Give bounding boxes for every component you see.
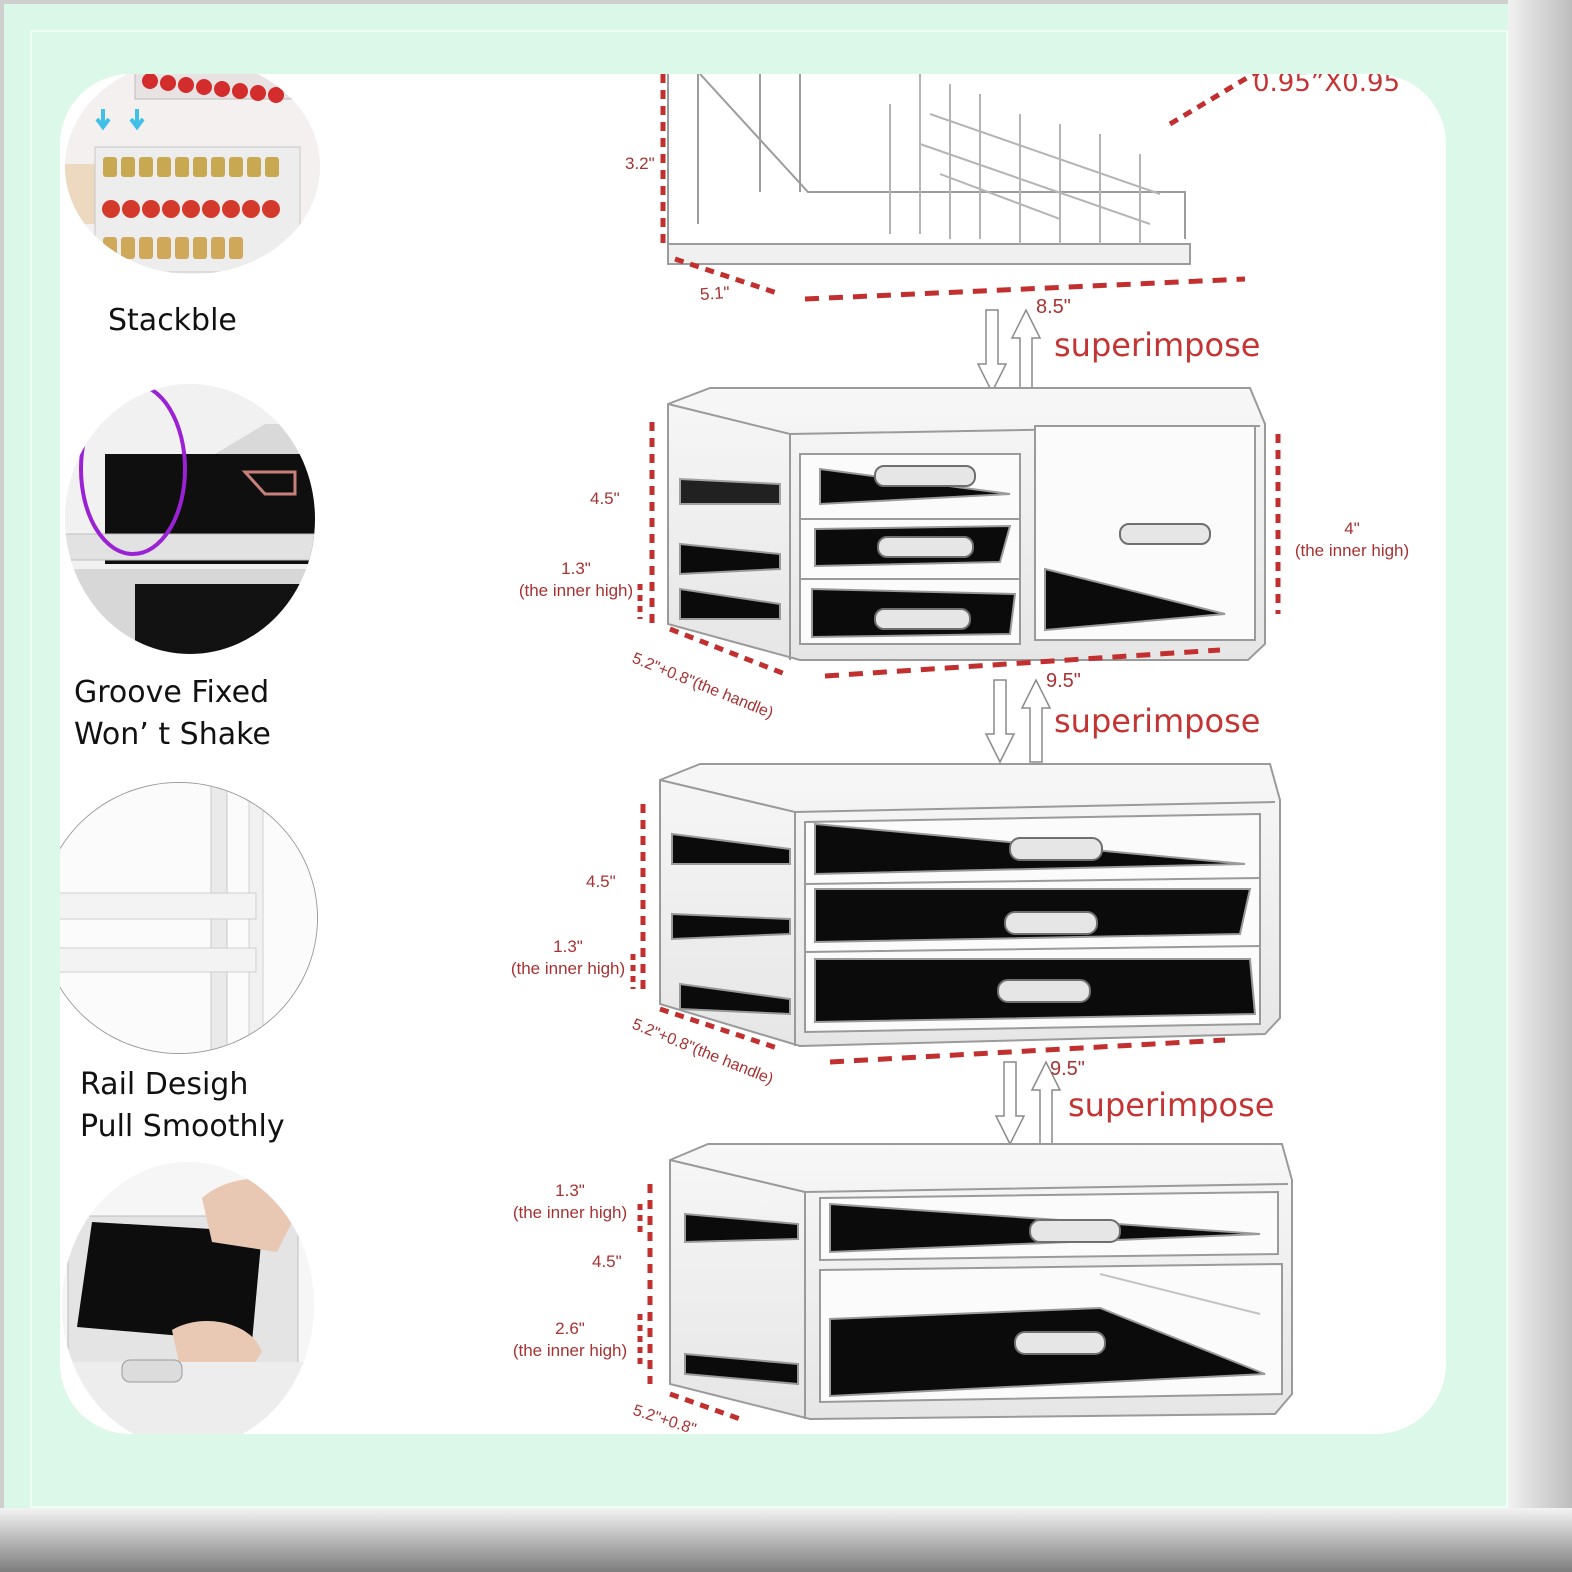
organizer-unit-4-drawer bbox=[667, 387, 1266, 661]
feature-label-groove: Groove Fixed Won’ t Shake bbox=[74, 675, 271, 752]
drawer-knobs-unit2 bbox=[874, 465, 1211, 630]
feature-label-stackable: Stackble bbox=[108, 303, 237, 338]
unit3-inner-height: 1.3" (the inner high) bbox=[510, 937, 626, 978]
arrow-down-icon bbox=[95, 109, 111, 131]
rail-illustration bbox=[60, 783, 317, 1053]
drawer-knobs-unit3 bbox=[997, 837, 1103, 1003]
drawer-knob-icon bbox=[121, 1359, 183, 1383]
unit3-height-dimension: 4.5" bbox=[586, 872, 616, 891]
velvet-liner-photo bbox=[62, 1162, 314, 1434]
unit2-depth-dimension: 5.2"+0.8"(the handle) bbox=[629, 650, 776, 723]
drawer-knobs-unit4 bbox=[1014, 1219, 1121, 1355]
lipstick-tray bbox=[667, 74, 1191, 265]
top-depth-dimension: 5.1" bbox=[699, 282, 731, 305]
unit2-height-dimension: 4.5" bbox=[590, 489, 620, 508]
unit3-width-dimension: 9.5" bbox=[1050, 1058, 1085, 1080]
unit2-tall-inner-height: 4" (the inner high) bbox=[1294, 519, 1410, 560]
superimpose-arrows-2 bbox=[984, 678, 1052, 764]
unit2-width-dimension: 9.5" bbox=[1046, 670, 1081, 692]
organizer-unit-3-drawer bbox=[659, 763, 1281, 1048]
groove-photo bbox=[65, 384, 315, 654]
superimpose-label-1: superimpose bbox=[1054, 326, 1261, 364]
unit4-height-dimension: 4.5" bbox=[592, 1252, 622, 1271]
unit3-depth-dimension: 5.2"+0.8"(the handle) bbox=[629, 1016, 776, 1089]
organizer-unit-2-drawer bbox=[669, 1143, 1293, 1421]
groove-illustration bbox=[65, 384, 315, 654]
groove-highlight-circle bbox=[79, 384, 187, 556]
product-canvas: Stackble Groove Fixed Won’ t Shake Rail … bbox=[60, 74, 1446, 1434]
unit2-inner-height: 1.3" (the inner high) bbox=[518, 559, 634, 600]
unit4-inner-height-bottom: 2.6" (the inner high) bbox=[512, 1319, 628, 1360]
lipstick-stack-illustration bbox=[65, 74, 320, 274]
top-slot-dimension: 0.95”X0.95 bbox=[1253, 74, 1401, 98]
superimpose-arrows-1 bbox=[976, 308, 1042, 394]
unit4-depth-dimension: 5.2"+0.8" bbox=[630, 1402, 698, 1434]
top-height-dimension: 3.2" bbox=[625, 154, 655, 173]
rail-photo bbox=[60, 782, 318, 1054]
unit4-inner-height-top: 1.3" (the inner high) bbox=[512, 1181, 628, 1222]
superimpose-label-3: superimpose bbox=[1068, 1086, 1275, 1124]
velvet-liner-illustration bbox=[62, 1162, 314, 1434]
frame-shadow-bottom bbox=[0, 1508, 1572, 1572]
feature-label-rail: Rail Desigh Pull Smoothly bbox=[80, 1067, 285, 1144]
frame-shadow-right bbox=[1508, 0, 1572, 1572]
superimpose-label-2: superimpose bbox=[1054, 702, 1261, 740]
stackable-photo bbox=[65, 74, 320, 274]
top-width-dimension: 8.5" bbox=[1036, 296, 1071, 318]
arrow-down-icon bbox=[129, 109, 145, 131]
